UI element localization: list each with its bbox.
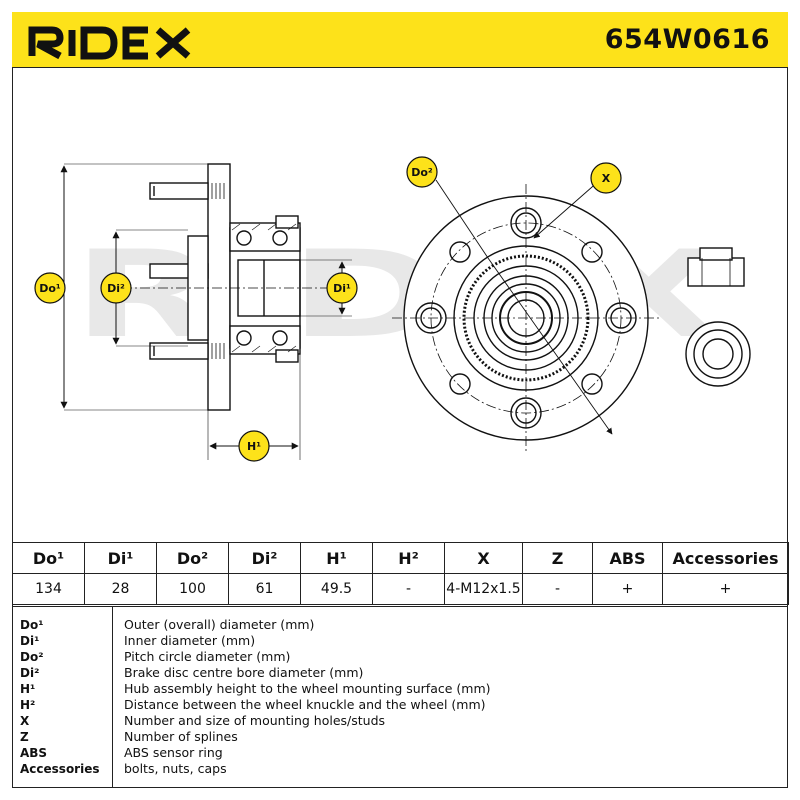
legend-code: ABS bbox=[20, 746, 48, 760]
spec-header-h1: H¹ bbox=[300, 542, 373, 574]
spec-header-di1: Di¹ bbox=[84, 542, 157, 574]
legend-description: Number of splines bbox=[124, 729, 238, 744]
spec-header-h2: H² bbox=[372, 542, 445, 574]
spec-value-abs: + bbox=[592, 573, 663, 605]
legend-description: Inner diameter (mm) bbox=[124, 633, 256, 648]
legend-row: Do² Pitch circle diameter (mm) bbox=[12, 649, 788, 665]
technical-drawing: RIDEX bbox=[34, 156, 751, 462]
legend-code: H¹ bbox=[20, 682, 36, 696]
spec-value-accessories: + bbox=[662, 573, 789, 605]
spec-header-abs: ABS bbox=[592, 542, 663, 574]
spec-value-row: 134 28 100 61 49.5 - 4-M12x1.5 - + + bbox=[12, 573, 789, 605]
legend-row: Do¹ Outer (overall) diameter (mm) bbox=[12, 617, 788, 633]
spec-header-x: X bbox=[444, 542, 523, 574]
legend-row: H¹ Hub assembly height to the wheel moun… bbox=[12, 681, 788, 697]
spec-header-di2: Di² bbox=[228, 542, 301, 574]
label-di1: Di¹ bbox=[333, 282, 351, 295]
legend-description: Brake disc centre bore diameter (mm) bbox=[124, 665, 364, 680]
hub-side-section bbox=[122, 163, 352, 411]
spec-value-h1: 49.5 bbox=[300, 573, 373, 605]
spec-header-do2: Do² bbox=[156, 542, 229, 574]
legend-row: Accessories bolts, nuts, caps bbox=[12, 761, 788, 777]
label-do1: Do¹ bbox=[39, 282, 61, 295]
legend-row: H² Distance between the wheel knuckle an… bbox=[12, 697, 788, 713]
spec-header-row: Do¹ Di¹ Do² Di² H¹ H² X Z ABS Accessorie… bbox=[12, 542, 789, 574]
label-di1-bubble: Di¹ bbox=[326, 272, 358, 304]
spec-table: Do¹ Di¹ Do² Di² H¹ H² X Z ABS Accessorie… bbox=[12, 542, 789, 605]
legend-row: ABS ABS sensor ring bbox=[12, 745, 788, 761]
legend-row: X Number and size of mounting holes/stud… bbox=[12, 713, 788, 729]
label-di2-bubble: Di² bbox=[100, 272, 132, 304]
part-number: 654W0616 bbox=[604, 24, 770, 55]
legend-code: X bbox=[20, 714, 30, 728]
label-di2: Di² bbox=[107, 282, 125, 295]
legend-code: H² bbox=[20, 698, 36, 712]
label-do1-bubble: Do¹ bbox=[34, 272, 66, 304]
legend-code: Di² bbox=[20, 666, 40, 680]
spec-value-x: 4-M12x1.5 bbox=[444, 573, 523, 605]
legend-description: ABS sensor ring bbox=[124, 745, 223, 760]
legend-description: Hub assembly height to the wheel mountin… bbox=[124, 681, 491, 696]
spec-value-do1: 134 bbox=[12, 573, 85, 605]
hub-front-view bbox=[392, 184, 660, 452]
legend-code: Do² bbox=[20, 650, 44, 664]
spec-header-accessories: Accessories bbox=[662, 542, 789, 574]
label-do2-bubble: Do² bbox=[406, 156, 438, 188]
spec-value-di1: 28 bbox=[84, 573, 157, 605]
front-leaders bbox=[435, 179, 613, 435]
label-h1: H¹ bbox=[247, 440, 261, 453]
legend-description: bolts, nuts, caps bbox=[124, 761, 227, 776]
legend: Do¹ Outer (overall) diameter (mm) Di¹ In… bbox=[12, 606, 788, 788]
cap-nut-side bbox=[687, 247, 745, 287]
legend-code: Accessories bbox=[20, 762, 100, 776]
spec-value-z: - bbox=[522, 573, 593, 605]
cap-nut-front bbox=[685, 321, 751, 387]
spec-header-z: Z bbox=[522, 542, 593, 574]
label-x: X bbox=[602, 172, 611, 185]
spec-value-di2: 61 bbox=[228, 573, 301, 605]
legend-row: Z Number of splines bbox=[12, 729, 788, 745]
legend-divider bbox=[112, 607, 113, 787]
header-bar: 654W0616 bbox=[12, 12, 788, 68]
label-h1-bubble: H¹ bbox=[238, 430, 270, 462]
legend-description: Number and size of mounting holes/studs bbox=[124, 713, 386, 728]
legend-code: Do¹ bbox=[20, 618, 44, 632]
legend-description: Pitch circle diameter (mm) bbox=[124, 649, 291, 664]
legend-row: Di¹ Inner diameter (mm) bbox=[12, 633, 788, 649]
brand-logo bbox=[28, 26, 191, 60]
legend-code: Z bbox=[20, 730, 29, 744]
legend-description: Outer (overall) diameter (mm) bbox=[124, 617, 315, 632]
spec-value-h2: - bbox=[372, 573, 445, 605]
label-x-bubble: X bbox=[590, 162, 622, 194]
spec-header-do1: Do¹ bbox=[12, 542, 85, 574]
legend-code: Di¹ bbox=[20, 634, 40, 648]
legend-row: Di² Brake disc centre bore diameter (mm) bbox=[12, 665, 788, 681]
label-do2: Do² bbox=[411, 166, 433, 179]
spec-value-do2: 100 bbox=[156, 573, 229, 605]
legend-description: Distance between the wheel knuckle and t… bbox=[124, 697, 486, 712]
